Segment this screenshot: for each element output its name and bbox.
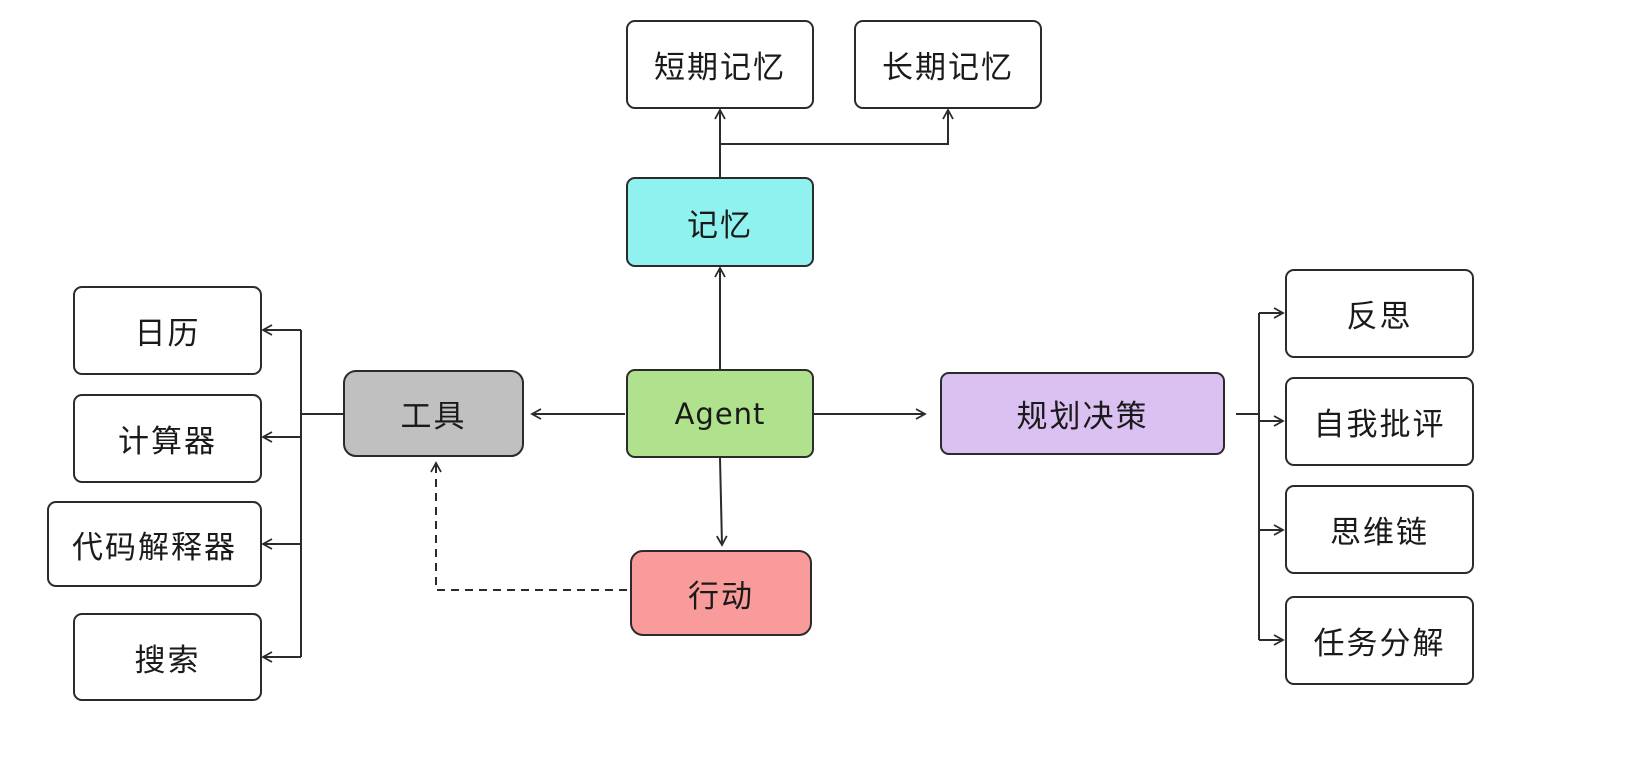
long-term-memory-node: 长期记忆 xyxy=(854,20,1042,109)
edge-memory-long-term xyxy=(720,108,954,145)
self-critique-node: 自我批评 xyxy=(1285,377,1474,466)
edge-action-tools xyxy=(430,461,627,591)
short-term-memory-node: 短期记忆 xyxy=(626,20,814,109)
tools-node: 工具 xyxy=(343,370,524,457)
agent-node: Agent xyxy=(626,369,814,458)
calendar-node: 日历 xyxy=(73,286,262,375)
action-node: 行动 xyxy=(630,550,812,636)
edge-agent-action xyxy=(716,457,728,547)
memory-node: 记忆 xyxy=(626,177,814,267)
planning-node: 规划决策 xyxy=(940,372,1225,455)
chain-of-thought-node: 思维链 xyxy=(1285,485,1474,574)
code-interpreter-node: 代码解释器 xyxy=(47,501,262,587)
reflection-node: 反思 xyxy=(1285,269,1474,358)
calculator-node: 计算器 xyxy=(73,394,262,483)
task-decomposition-node: 任务分解 xyxy=(1285,596,1474,685)
search-node: 搜索 xyxy=(73,613,262,701)
